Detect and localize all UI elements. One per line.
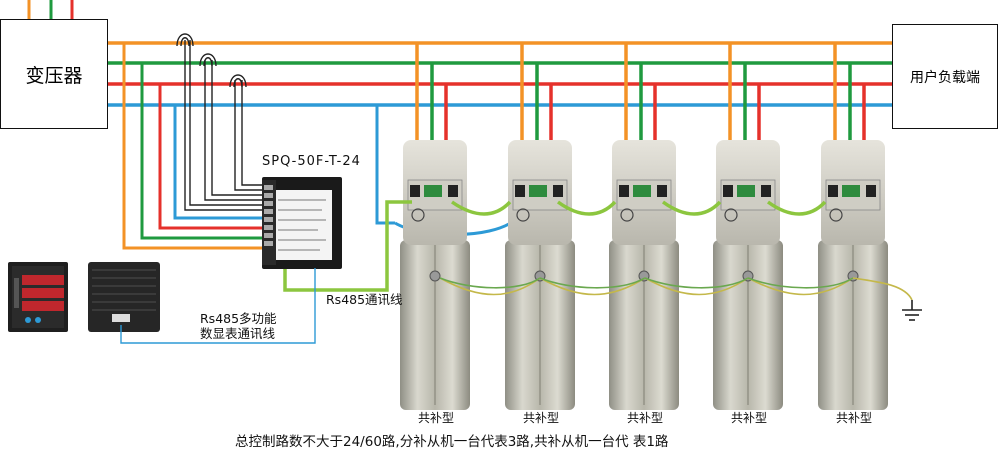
bus-lines — [108, 41, 893, 107]
capacitor-unit — [713, 140, 783, 410]
meter-module — [88, 262, 160, 332]
capacitor-label: 共补型 — [418, 411, 454, 425]
load-box: 用户负载端 — [892, 24, 998, 129]
rs485-label: Rs485通讯线 — [326, 292, 403, 307]
meter-comm-label-1: Rs485多功能 — [200, 311, 277, 326]
rs485-chain — [283, 200, 827, 292]
load-label: 用户负载端 — [910, 69, 980, 86]
meter-comm-label-2: 数显表通讯线 — [200, 326, 276, 341]
meter-comm-wire — [120, 268, 316, 344]
power-meter — [8, 262, 68, 332]
capacitor-unit — [818, 140, 888, 410]
transformer-top-leads — [27, 0, 74, 20]
capacitor-unit — [505, 140, 575, 410]
capacitor-labels: 共补型 共补型 共补型 共补型 共补型 — [418, 411, 872, 425]
controller-unit — [262, 177, 342, 269]
controller-model-label: SPQ-50F-T-24 — [262, 154, 361, 169]
ground-icon — [902, 300, 922, 321]
capacitor-unit — [400, 140, 470, 410]
current-transformer-icons — [176, 33, 247, 88]
capacitor-label: 共补型 — [731, 411, 767, 425]
capacitor-unit — [609, 140, 679, 410]
capacitor-label: 共补型 — [836, 411, 872, 425]
capacitor-label: 共补型 — [523, 411, 559, 425]
transformer-label: 变压器 — [25, 64, 83, 87]
earth-chain — [439, 277, 913, 301]
capacitor-label: 共补型 — [627, 411, 663, 425]
transformer-box: 变压器 — [0, 19, 108, 129]
capacitor-units — [400, 140, 888, 410]
controller-feed-wires — [122, 40, 265, 250]
footer-note: 总控制路数不大于24/60路,分补从机一台代表3路,共补从机一台代 表1路 — [235, 434, 669, 450]
